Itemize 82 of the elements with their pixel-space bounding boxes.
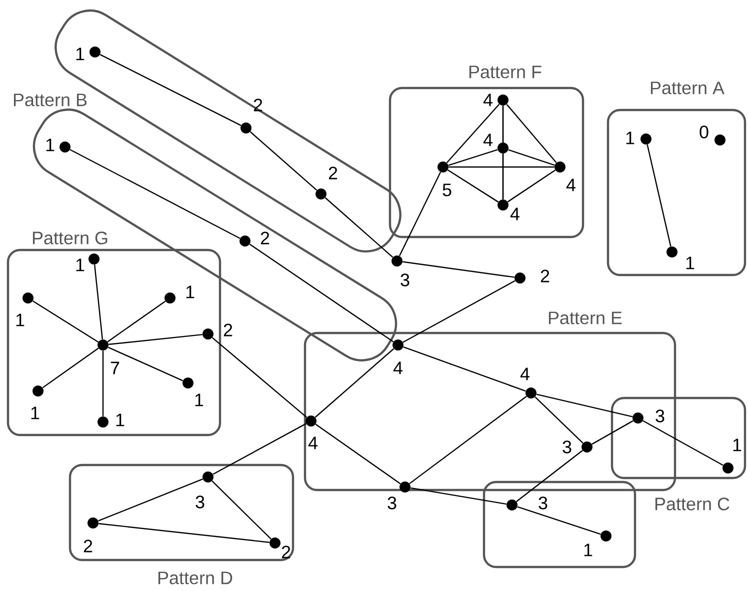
degree-number: 2 [224,324,232,336]
degree-number: 4 [308,436,318,450]
degree-number: 4 [520,368,530,380]
graph-edge [446,104,500,164]
degree-number: 1 [46,138,54,152]
graph-edge [212,423,306,475]
degree-number: 1 [16,314,24,326]
graph-edge [100,54,242,126]
graph-edge [94,264,104,340]
degree-number: 3 [656,410,664,422]
graph-edge [502,154,504,200]
graph-edge [508,149,555,166]
degree-number: 4 [510,208,520,220]
graph-edge [402,280,516,343]
graph-edge [250,131,318,191]
node-label: Pattern D [158,572,232,584]
graph-edge [646,144,672,247]
node-label: Pattern G [32,232,108,244]
degree-number: 3 [562,440,572,454]
graph-edge [42,348,99,388]
graph-edge [592,420,634,445]
degree-number: 1 [116,414,124,426]
graph-edge [102,350,104,416]
degree-number: 3 [538,496,548,510]
node-label: Pattern F [469,66,542,78]
graph-edge [98,523,270,543]
graph-edge [212,480,272,540]
node-label: Pattern B [14,94,87,106]
degree-number: 2 [254,98,262,112]
graph-edge [212,337,308,418]
graph-edge [448,166,554,168]
degree-number: 2 [282,546,290,558]
graph-edge [398,172,442,256]
pattern-box [482,480,636,568]
graph-edge [107,300,166,342]
graph-edge [324,197,394,258]
graph-edge [108,346,184,382]
degree-number: 5 [442,184,452,196]
degree-number: 1 [584,544,592,556]
graph-edge [70,149,240,239]
graph-edge [108,334,202,345]
graph-edge [409,396,527,484]
graph-edge [403,346,526,392]
degree-number: 0 [700,126,708,138]
graph-edge [98,478,203,522]
graph-edge [410,487,506,505]
node-label: Pattern E [548,312,622,324]
degree-number: 3 [388,496,396,510]
graph-edge [402,261,514,278]
graph-edge [448,170,498,202]
degree-number: 1 [195,394,204,406]
graph-edge [516,450,583,502]
node-label: Pattern C [655,498,730,510]
degree-number: 2 [540,270,550,282]
graph-edge [517,506,601,535]
graph-edge [507,170,556,202]
graph-edge [536,394,633,418]
graph-edge [314,348,394,418]
degree-number: 3 [196,496,204,508]
degree-number: 1 [626,132,634,144]
degree-number: 1 [686,256,694,270]
degree-number: 3 [400,274,410,286]
degree-number: 4 [566,178,576,192]
degree-number: 1 [76,258,84,272]
degree-number: 4 [393,362,402,374]
graph-edge [315,424,401,484]
degree-number: 1 [76,48,84,60]
degree-number: 1 [31,406,40,420]
graph-edge [32,300,98,342]
degree-number: 2 [260,232,270,244]
degree-number: 7 [110,362,120,374]
degree-number: 1 [733,438,742,452]
degree-number: 2 [328,166,338,180]
graph-edge [506,104,557,164]
degree-number: 1 [186,286,194,298]
degree-number: 2 [84,540,92,552]
graph-edge [448,149,498,166]
degree-number: 4 [483,134,492,146]
graph-edge [249,244,394,342]
node-label: Pattern A [650,82,724,94]
degree-number: 4 [483,94,492,106]
graph-edge [534,396,584,444]
